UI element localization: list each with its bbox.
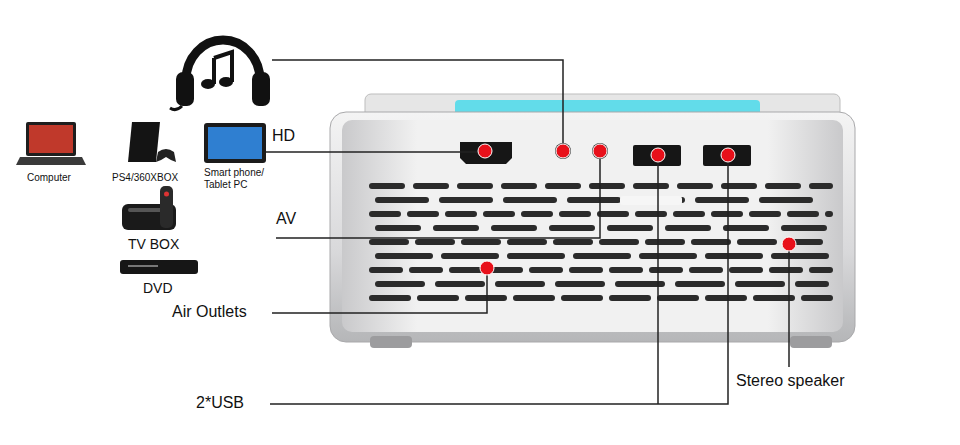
usb-port xyxy=(633,145,681,166)
vent-row xyxy=(378,253,826,259)
usb-port xyxy=(703,145,751,166)
part-label: DVD xyxy=(143,280,173,296)
vent-row xyxy=(378,197,826,203)
remote-icon xyxy=(160,186,173,228)
headphone-cable xyxy=(170,106,182,110)
part-label: AV xyxy=(276,210,296,228)
vent-row xyxy=(372,295,830,301)
music-note xyxy=(219,77,233,87)
part-label: Air Outlets xyxy=(172,303,247,321)
vent-row xyxy=(372,267,830,273)
leader-line xyxy=(276,158,600,238)
projector-foot xyxy=(790,336,832,348)
tablet-display xyxy=(208,127,262,159)
headphone-cup xyxy=(252,72,270,106)
marker-dot xyxy=(480,261,494,275)
part-label: 2*USB xyxy=(196,394,244,412)
leader-line xyxy=(272,60,563,144)
hdmi-port xyxy=(460,142,512,164)
laptop-screen xyxy=(26,122,76,156)
remote-button xyxy=(164,192,169,197)
vent-row xyxy=(372,239,830,245)
projector-foot xyxy=(370,336,412,348)
console-icon xyxy=(128,122,160,162)
marker-dot xyxy=(651,148,665,162)
part-label: Stereo speaker xyxy=(736,372,845,390)
leader-line xyxy=(657,162,659,404)
vent-row xyxy=(372,183,830,189)
controller-icon xyxy=(156,149,176,162)
tablet-icon xyxy=(204,123,266,163)
vent-badge xyxy=(620,196,682,205)
marker-dot xyxy=(593,144,607,158)
leader-line xyxy=(788,251,790,367)
part-label: Smart phone/ Tablet PC xyxy=(204,167,276,190)
audio-jack xyxy=(555,143,571,159)
av-jack xyxy=(592,143,608,159)
dvd-slot xyxy=(128,265,158,267)
marker-dot xyxy=(478,144,492,158)
part-label: Computer xyxy=(27,172,71,184)
dvd-icon xyxy=(120,260,198,274)
leader-line xyxy=(272,275,487,313)
projector-body xyxy=(330,112,855,342)
leader-line xyxy=(270,162,728,404)
marker-dot xyxy=(721,148,735,162)
part-label: TV BOX xyxy=(128,236,179,252)
vent-row xyxy=(378,225,826,231)
marker-dot xyxy=(556,144,570,158)
headphone-cup xyxy=(176,72,194,106)
marker-dot xyxy=(782,237,796,251)
vent-row xyxy=(378,281,826,287)
laptop-display xyxy=(29,125,73,153)
music-note xyxy=(212,58,216,84)
vent-row xyxy=(372,211,830,217)
part-label: HD xyxy=(272,127,295,145)
part-label: PS4/360XBOX xyxy=(112,172,178,184)
laptop-base xyxy=(16,157,86,165)
headphone-band xyxy=(186,40,260,80)
